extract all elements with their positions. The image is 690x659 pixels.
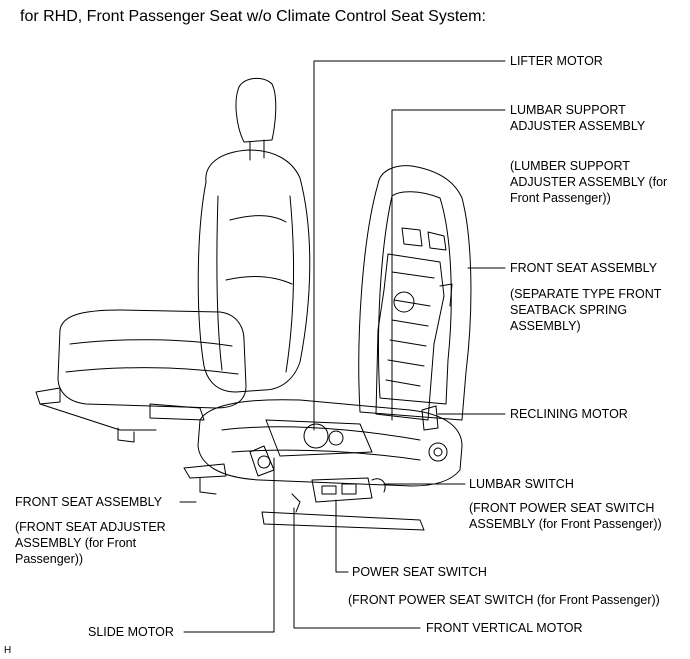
- lumbar-switch-label: LUMBAR SWITCH: [469, 477, 574, 491]
- front-seat-assembly-left-note: (FRONT SEAT ADJUSTER ASSEMBLY (for Front…: [15, 520, 166, 566]
- lumbar-support-adjuster-label: LUMBAR SUPPORT ADJUSTER ASSEMBLY: [510, 103, 646, 133]
- left-seat-drawing: [35, 77, 311, 443]
- leader-lines: [179, 60, 506, 633]
- power-seat-switch-note: (FRONT POWER SEAT SWITCH (for Front Pass…: [348, 593, 660, 607]
- right-seat-drawing: [183, 165, 472, 531]
- reclining-motor-label: RECLINING MOTOR: [510, 407, 628, 421]
- lifter-motor-label: LIFTER MOTOR: [510, 54, 603, 68]
- front-seat-assembly-right-label: FRONT SEAT ASSEMBLY: [510, 261, 658, 275]
- front-vertical-motor-label: FRONT VERTICAL MOTOR: [426, 621, 583, 635]
- power-seat-switch-label: POWER SEAT SWITCH: [352, 565, 487, 579]
- slide-motor-label: SLIDE MOTOR: [88, 625, 174, 639]
- page-title: for RHD, Front Passenger Seat w/o Climat…: [20, 8, 486, 25]
- corner-mark: H: [4, 645, 12, 656]
- front-seat-assembly-right-note: (SEPARATE TYPE FRONT SEATBACK SPRING ASS…: [510, 287, 662, 333]
- front-seat-assembly-left-label: FRONT SEAT ASSEMBLY: [15, 495, 163, 509]
- lumbar-switch-note: (FRONT POWER SEAT SWITCH ASSEMBLY (for F…: [469, 501, 662, 531]
- lumbar-support-adjuster-note: (LUMBER SUPPORT ADJUSTER ASSEMBLY (for F…: [510, 159, 668, 205]
